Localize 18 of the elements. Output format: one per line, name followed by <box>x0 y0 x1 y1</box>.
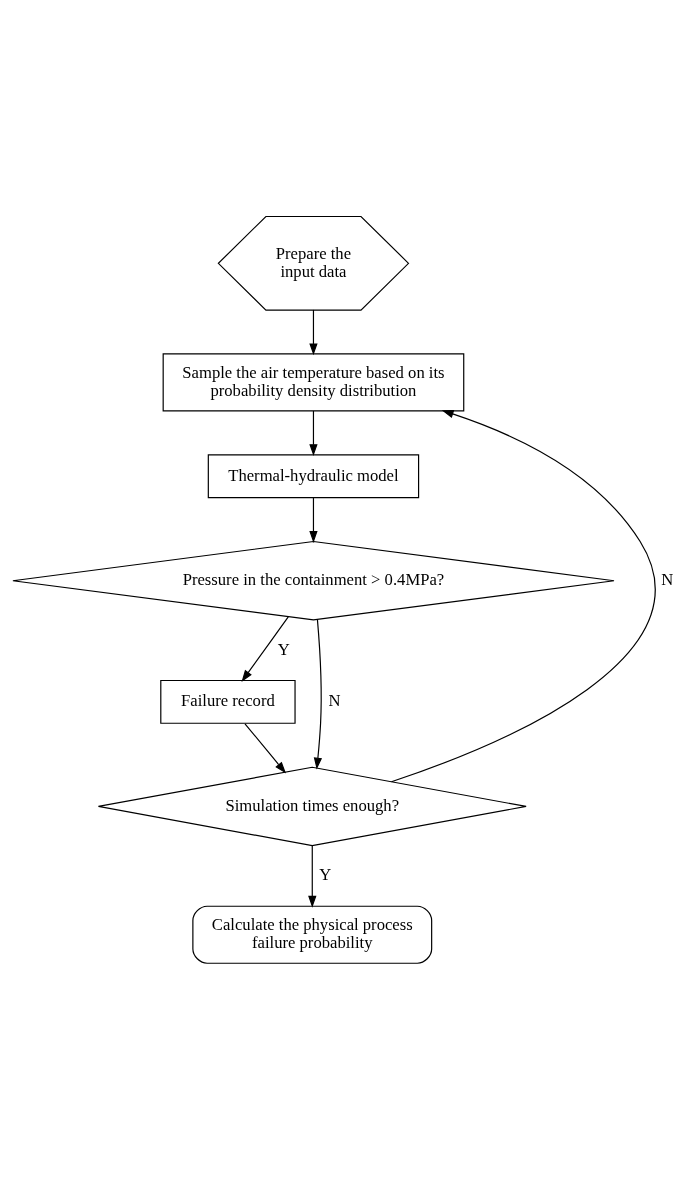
arrow <box>309 308 318 355</box>
edge-label: Y <box>277 639 290 659</box>
node-box: Thermal-hydraulic model <box>207 453 420 498</box>
node-box: Calculate the physical process failure probability <box>192 905 433 964</box>
edge-label: N <box>661 569 674 589</box>
node-diamond: Simulation times enough? <box>97 766 527 846</box>
edge-label: Y <box>319 864 331 884</box>
arrow <box>309 409 318 456</box>
arrow <box>241 615 289 682</box>
node-box: Sample the air temperature based on its probability density distribution <box>162 352 465 411</box>
node-diamond: Pressure in the containment > 0.4MPa? <box>12 540 615 621</box>
arrow <box>390 409 656 782</box>
edge-label: N <box>328 690 341 710</box>
arrow <box>308 844 317 908</box>
node-box: Failure record <box>160 679 296 724</box>
arrow <box>313 618 323 770</box>
arrow <box>244 722 287 774</box>
arrow <box>309 496 318 543</box>
